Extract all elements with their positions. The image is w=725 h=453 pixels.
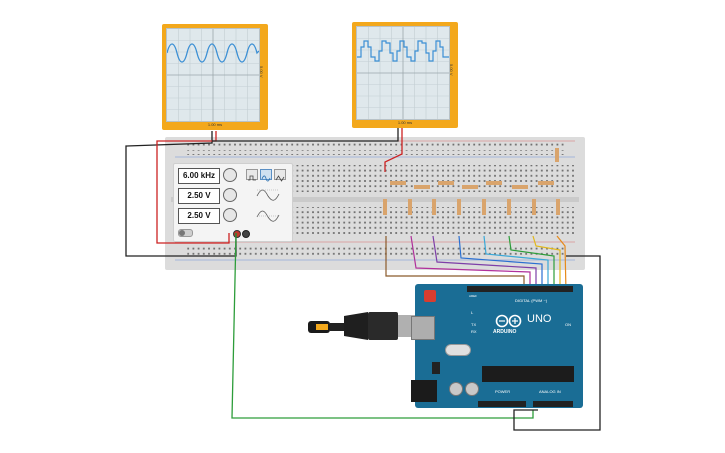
square-wave-icon bbox=[248, 175, 256, 181]
arduino-board[interactable]: DIGITAL (PWM ~) AREF L TX RX ON ARDUINO … bbox=[411, 284, 583, 408]
power-toggle[interactable] bbox=[178, 229, 193, 237]
frequency-knob[interactable] bbox=[223, 168, 237, 182]
aref-label: AREF bbox=[469, 294, 478, 298]
digital-pwm-label: DIGITAL (PWM ~) bbox=[515, 298, 548, 303]
power-jack bbox=[411, 380, 437, 402]
microcontroller-chip bbox=[482, 366, 574, 382]
terminal-negative[interactable] bbox=[242, 230, 250, 238]
oscilloscope-right-volt-label: 5.00 V bbox=[449, 64, 454, 76]
amplitude-wave-icon bbox=[256, 189, 280, 201]
power-label: POWER bbox=[495, 389, 511, 394]
oscilloscope-left[interactable]: 5.00 V 1.00 ms bbox=[162, 24, 268, 130]
led-rx-label: RX bbox=[471, 329, 477, 334]
power-toggle-knob bbox=[179, 230, 185, 236]
usb-cable bbox=[308, 312, 416, 340]
triangle-wave-button[interactable] bbox=[274, 169, 286, 182]
crystal-oscillator bbox=[445, 344, 471, 356]
arduino-logo-icon bbox=[495, 314, 522, 328]
led-tx-label: TX bbox=[471, 322, 477, 327]
function-generator[interactable]: 6.00 kHz 2.50 V 2.50 V bbox=[173, 163, 293, 242]
amplitude-display[interactable]: 2.50 V bbox=[178, 188, 220, 204]
oscilloscope-left-screen bbox=[166, 28, 260, 122]
arduino-model: UNO bbox=[527, 313, 552, 325]
oscilloscope-left-time-label: 1.00 ms bbox=[207, 122, 223, 127]
offset-wave-icon bbox=[256, 210, 280, 222]
breadboard[interactable]: 6.00 kHz 2.50 V 2.50 V bbox=[165, 137, 585, 270]
oscilloscope-right-time-label: 1.00 ms bbox=[397, 120, 413, 125]
led-l-label: L bbox=[471, 310, 474, 315]
analog-in-label: ANALOG IN bbox=[539, 389, 561, 394]
oscilloscope-right-screen bbox=[356, 26, 450, 120]
dc-offset-knob[interactable] bbox=[223, 208, 237, 222]
oscilloscope-left-grid bbox=[166, 29, 260, 121]
usb-port bbox=[411, 316, 435, 340]
sine-trace bbox=[166, 43, 260, 63]
stepped-trace bbox=[357, 40, 449, 62]
digital-header[interactable] bbox=[467, 286, 573, 292]
voltage-regulator bbox=[432, 362, 440, 374]
frequency-display[interactable]: 6.00 kHz bbox=[178, 168, 220, 184]
led-on-label: ON bbox=[565, 322, 571, 327]
terminal-positive[interactable] bbox=[233, 230, 241, 238]
sine-wave-button[interactable] bbox=[260, 169, 272, 182]
capacitor-1 bbox=[449, 382, 463, 396]
arduino-brand: ARDUINO bbox=[493, 329, 517, 335]
amplitude-knob[interactable] bbox=[223, 188, 237, 202]
reset-button[interactable] bbox=[424, 290, 436, 302]
square-wave-button[interactable] bbox=[246, 169, 258, 181]
power-header[interactable] bbox=[478, 401, 526, 407]
capacitor-2 bbox=[465, 382, 479, 396]
dc-offset-display[interactable]: 2.50 V bbox=[178, 208, 220, 224]
triangle-wave-icon bbox=[275, 175, 285, 182]
oscilloscope-right-grid bbox=[357, 27, 449, 119]
analog-header[interactable] bbox=[533, 401, 573, 407]
oscilloscope-right[interactable]: 5.00 V 1.00 ms bbox=[352, 22, 458, 128]
sine-wave-icon bbox=[261, 175, 271, 182]
oscilloscope-left-volt-label: 5.00 V bbox=[259, 66, 264, 78]
